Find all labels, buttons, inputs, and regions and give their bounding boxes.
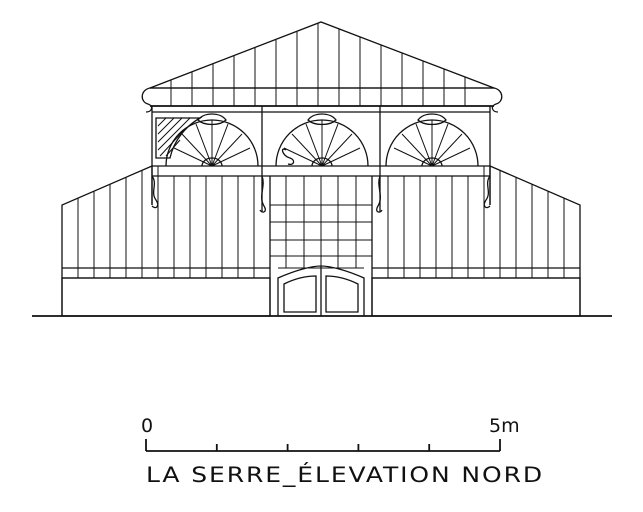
scroll-bracket-outer-left: [152, 176, 158, 208]
central-roof: [142, 22, 502, 112]
scale-start-label: 0: [141, 415, 153, 437]
fan-arch-right: [386, 114, 478, 166]
central-frieze: [152, 106, 490, 212]
scale-bar: 0 5m: [141, 415, 520, 451]
hatched-corner: [156, 118, 200, 158]
right-wing-mullions: [388, 166, 564, 278]
right-plinth: [372, 278, 580, 316]
scale-end-label: 5m: [489, 415, 520, 437]
fan-arch-center: [276, 114, 368, 166]
right-wing: [372, 166, 580, 316]
left-wing-mullions: [78, 166, 254, 278]
left-plinth: [62, 278, 270, 316]
drawing-title: LA SERRE_ÉLEVATION NORD: [146, 462, 544, 488]
scale-ticks: [146, 439, 500, 451]
scroll-bracket-outer-right: [484, 176, 490, 208]
scroll-bracket-left: [260, 176, 265, 212]
central-bay: [270, 176, 372, 316]
scroll-ornament: [283, 149, 294, 164]
fan-arch-left: [166, 114, 258, 166]
scroll-bracket-right: [377, 176, 382, 212]
left-wing: [62, 166, 270, 316]
double-door: [278, 266, 364, 316]
